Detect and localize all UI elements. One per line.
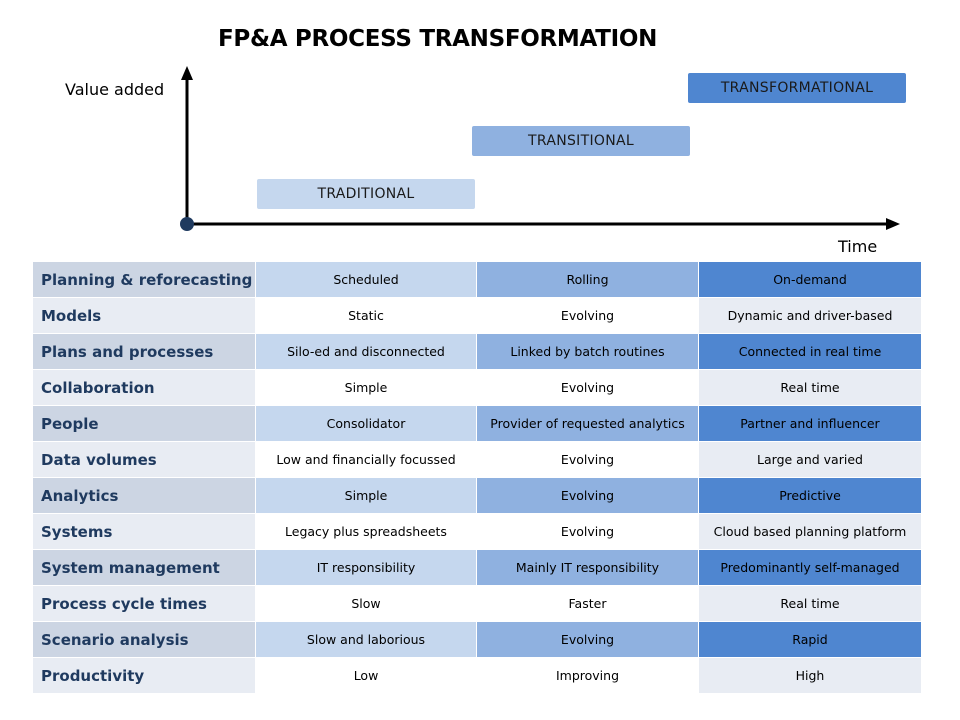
row-label: Process cycle times xyxy=(32,585,256,622)
cell-transitional: Evolving xyxy=(476,441,699,478)
row-label: Planning & reforecasting xyxy=(32,261,256,298)
row-label: Productivity xyxy=(32,657,256,694)
row-label: Scenario analysis xyxy=(32,621,256,658)
cell-transitional: Evolving xyxy=(476,297,699,334)
cell-transformational: On-demand xyxy=(698,261,922,298)
cell-traditional: Static xyxy=(255,297,477,334)
cell-transformational: Real time xyxy=(698,585,922,622)
row-label: People xyxy=(32,405,256,442)
row-label: System management xyxy=(32,549,256,586)
cell-traditional: Consolidator xyxy=(255,405,477,442)
cell-traditional: Slow xyxy=(255,585,477,622)
cell-traditional: Simple xyxy=(255,477,477,514)
cell-transitional: Evolving xyxy=(476,621,699,658)
origin-dot xyxy=(180,217,194,231)
cell-transformational: Rapid xyxy=(698,621,922,658)
cell-traditional: Legacy plus spreadsheets xyxy=(255,513,477,550)
row-label: Analytics xyxy=(32,477,256,514)
cell-transformational: Partner and influencer xyxy=(698,405,922,442)
cell-traditional: IT responsibility xyxy=(255,549,477,586)
row-label: Data volumes xyxy=(32,441,256,478)
cell-traditional: Silo-ed and disconnected xyxy=(255,333,477,370)
x-axis-arrowhead xyxy=(886,218,900,230)
cell-traditional: Low and financially focussed xyxy=(255,441,477,478)
axes xyxy=(180,66,900,231)
row-label: Models xyxy=(32,297,256,334)
cell-traditional: Low xyxy=(255,657,477,694)
cell-traditional: Scheduled xyxy=(255,261,477,298)
cell-transitional: Evolving xyxy=(476,477,699,514)
diagram-title: FP&A PROCESS TRANSFORMATION xyxy=(218,26,658,52)
cell-transitional: Evolving xyxy=(476,513,699,550)
cell-transformational: Real time xyxy=(698,369,922,406)
y-axis-arrowhead xyxy=(181,66,193,80)
cell-transitional: Linked by batch routines xyxy=(476,333,699,370)
cell-transformational: Connected in real time xyxy=(698,333,922,370)
cell-transitional: Rolling xyxy=(476,261,699,298)
cell-transformational: Predictive xyxy=(698,477,922,514)
stage-transformational: TRANSFORMATIONAL xyxy=(688,73,906,103)
row-label: Systems xyxy=(32,513,256,550)
x-axis-label: Time xyxy=(838,237,878,256)
cell-transformational: Predominantly self-managed xyxy=(698,549,922,586)
y-axis-label: Value added xyxy=(65,80,165,99)
cell-traditional: Slow and laborious xyxy=(255,621,477,658)
cell-transformational: Cloud based planning platform xyxy=(698,513,922,550)
cell-traditional: Simple xyxy=(255,369,477,406)
cell-transitional: Improving xyxy=(476,657,699,694)
cell-transformational: Large and varied xyxy=(698,441,922,478)
cell-transformational: Dynamic and driver-based xyxy=(698,297,922,334)
stage-traditional: TRADITIONAL xyxy=(257,179,475,209)
cell-transitional: Evolving xyxy=(476,369,699,406)
cell-transitional: Mainly IT responsibility xyxy=(476,549,699,586)
row-label: Plans and processes xyxy=(32,333,256,370)
row-label: Collaboration xyxy=(32,369,256,406)
cell-transitional: Provider of requested analytics xyxy=(476,405,699,442)
cell-transformational: High xyxy=(698,657,922,694)
stage-transitional: TRANSITIONAL xyxy=(472,126,690,156)
cell-transitional: Faster xyxy=(476,585,699,622)
